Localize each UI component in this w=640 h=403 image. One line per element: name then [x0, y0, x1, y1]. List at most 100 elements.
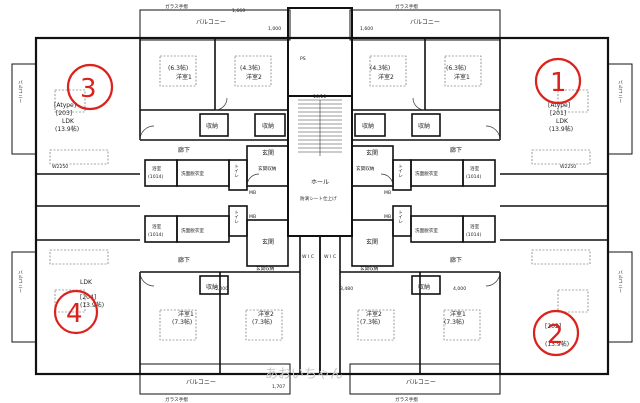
unit-type: [Atype] [54, 102, 76, 109]
toilet-label: トイレ [234, 210, 239, 224]
balcony-label: バルコニー [186, 379, 216, 386]
balcony-label: バルコニー [618, 270, 623, 293]
glass-rail-label: ガラス手摺 [165, 396, 188, 403]
storage-label: 収納 [418, 122, 430, 130]
furniture-outlines [49, 55, 591, 341]
unit-number: [201] [550, 110, 566, 117]
glass-rail-label: ガラス手摺 [395, 396, 418, 403]
bedroom-area: (6.3帖) [446, 64, 466, 72]
unit-number: [203] [56, 110, 72, 117]
storage-label: 収納 [262, 122, 274, 130]
storage-label: 収納 [418, 283, 430, 291]
toilet-label: トイレ [398, 210, 403, 224]
balcony-label: バルコニー [18, 270, 23, 293]
entrance-label: 玄関 [366, 149, 378, 157]
hand-number: 3 [80, 74, 97, 104]
bedroom-area: (4.3帖) [370, 64, 390, 72]
exterior-walls [11, 9, 633, 395]
wic-label: W I C [302, 254, 314, 260]
door-swings [139, 97, 501, 287]
balcony-label: バルコニー [196, 19, 226, 26]
bedroom-area: (6.3帖) [168, 64, 188, 72]
bath-label: 浴室 [470, 165, 480, 172]
bedroom-label: 洋室2 [246, 73, 262, 81]
washroom-label: 洗面脱衣室 [181, 170, 204, 177]
dimension: 1,600 [360, 26, 373, 32]
washroom-label: 洗面脱衣室 [415, 170, 438, 177]
bedroom-area: (7.3帖) [444, 318, 464, 326]
wic-label: W I C [324, 254, 336, 260]
hand-circle [532, 309, 580, 357]
toilet-label: トイレ [398, 164, 403, 178]
unit-type: [Atype] [548, 102, 570, 109]
handwritten-annotations: 3 1 4 2 [53, 57, 582, 357]
balcony-label: バルコニー [406, 379, 436, 386]
dimension: 3,480 [340, 286, 353, 292]
dimension: 4,000 [453, 286, 466, 292]
storage-label: 収納 [206, 283, 218, 291]
unit-number: [204] [80, 294, 96, 301]
washroom-label: 洗面脱衣室 [181, 227, 204, 234]
entrance-label: 玄関 [262, 238, 274, 246]
central-core [287, 7, 353, 375]
bedroom-area: (4.3帖) [240, 64, 260, 72]
dimension: 1,660 [232, 8, 245, 14]
bedroom-label: 洋室1 [176, 73, 192, 81]
bedroom-label: 洋室1 [454, 73, 470, 81]
bedroom-label: 洋室2 [366, 310, 382, 318]
bath-label: 浴室 [470, 223, 480, 230]
room-area: (13.9帖) [80, 301, 104, 309]
entrance-storage-label: 玄関収納 [360, 265, 379, 272]
entrance-storage-label: 玄関収納 [258, 165, 277, 172]
bedroom-label: 洋室2 [258, 310, 274, 318]
bath-size: (1014) [466, 232, 481, 238]
dimension: 1,000 [268, 26, 281, 32]
bedroom-area: (7.3帖) [360, 318, 380, 326]
pipe-space-label: PS [300, 56, 306, 62]
entrance-label: 玄関 [366, 238, 378, 246]
bath-size: (1014) [148, 232, 163, 238]
bath-label: 浴室 [152, 165, 162, 172]
corridor-label: 廊下 [450, 146, 462, 154]
corridor-label: 廊下 [178, 146, 190, 154]
hand-circle [66, 63, 114, 111]
bath-size: (1014) [148, 174, 163, 180]
stair-treads [298, 99, 342, 156]
hand-number: 4 [66, 299, 83, 329]
kitchen-width: W2250 [52, 164, 68, 170]
hand-number: 2 [547, 320, 564, 350]
toilet-label: トイレ [234, 164, 239, 178]
balcony-label: バルコニー [618, 80, 623, 103]
unit-number: [202] [545, 323, 561, 330]
glass-rail-label: ガラス手摺 [165, 3, 188, 10]
hand-circle [53, 289, 99, 335]
mb-label: MB [384, 190, 391, 196]
balcony-label: バルコニー [18, 80, 23, 103]
room-ldk: LDK [62, 118, 75, 125]
entrance-storage-label: 玄関収納 [256, 265, 275, 272]
stairs-label: 16/11 [313, 94, 326, 100]
bedroom-label: 洋室2 [378, 73, 394, 81]
room-ldk: LDK [80, 279, 93, 286]
entrance-storage-label: 玄関収納 [356, 165, 375, 172]
corridor-label: 廊下 [450, 256, 462, 264]
washroom-label: 洗面脱衣室 [415, 227, 438, 234]
mb-label: MB [384, 214, 391, 220]
bedroom-label: 洋室1 [178, 310, 194, 318]
mb-label: MB [249, 214, 256, 220]
hand-circle [534, 57, 582, 105]
dimension: 5,000 [215, 286, 228, 292]
room-ldk: LDK [556, 118, 569, 125]
dimension: 1,707 [272, 384, 285, 390]
hand-number: 1 [550, 68, 567, 98]
glass-rail-label: ガラス手摺 [395, 3, 418, 10]
labels: ガラス手摺 ガラス手摺 ガラス手摺 ガラス手摺 バルコニー バルコニー バルコニ… [18, 3, 623, 403]
bath-size: (1014) [466, 174, 481, 180]
kitchen-width: W2250 [560, 164, 576, 170]
room-area: (13.9帖) [55, 125, 79, 133]
floor-finish-label: 防滴シート仕上げ [300, 195, 337, 202]
interior-walls [36, 38, 608, 374]
hall-label: ホール [311, 179, 329, 186]
balcony-label: バルコニー [410, 19, 440, 26]
